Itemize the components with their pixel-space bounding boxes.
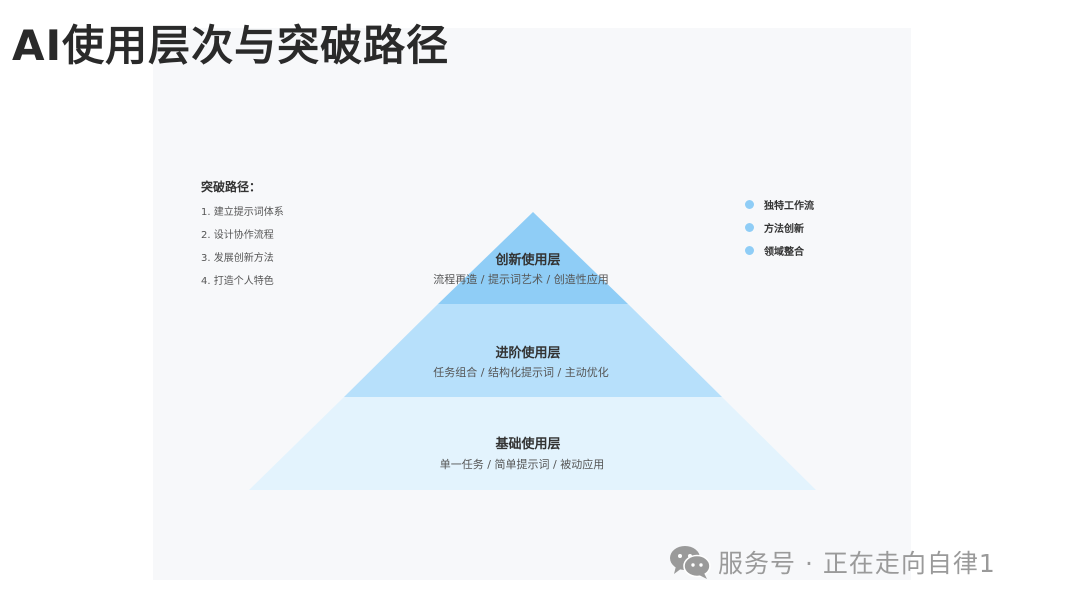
watermark: 服务号 · 正在走向自律1: [668, 542, 996, 582]
legend-label: 独特工作流: [764, 201, 814, 212]
page-title: AI使用层次与突破路径: [12, 21, 450, 70]
watermark-text: 服务号 · 正在走向自律1: [718, 549, 996, 578]
wechat-icon: [670, 546, 711, 579]
layer-desc-top: 流程再造 / 提示词艺术 / 创造性应用: [433, 272, 608, 286]
breakthrough-step: 1. 建立提示词体系: [201, 207, 284, 218]
layer-name-middle: 进阶使用层: [495, 345, 560, 361]
legend-item: 领域整合: [745, 239, 895, 262]
pyramid-layer-base: [249, 397, 816, 490]
breakthrough-title: 突破路径：: [201, 180, 262, 194]
layer-name-top: 创新使用层: [494, 252, 560, 268]
pyramid-layer-top: [438, 212, 628, 304]
legend-item: 方法创新: [745, 216, 895, 239]
legend-label: 领域整合: [764, 247, 804, 258]
breakthrough-list: 1. 建立提示词体系 2. 设计协作流程 3. 发展创新方法 4. 打造个人特色: [201, 206, 381, 298]
legend: 独特工作流 方法创新 领域整合: [745, 193, 895, 262]
layer-desc-base: 单一任务 / 简单提示词 / 被动应用: [440, 457, 604, 471]
pyramid-layer-middle: [344, 304, 722, 397]
breakthrough-step: 3. 发展创新方法: [201, 253, 274, 264]
legend-item: 独特工作流: [745, 193, 895, 216]
legend-label: 方法创新: [764, 224, 804, 235]
legend-dot: [745, 246, 754, 255]
breakthrough-panel: 突破路径： 1. 建立提示词体系 2. 设计协作流程 3. 发展创新方法 4. …: [201, 178, 381, 298]
layer-desc-middle: 任务组合 / 结构化提示词 / 主动优化: [433, 365, 608, 379]
layer-name-base: 基础使用层: [494, 436, 560, 452]
breakthrough-step: 4. 打造个人特色: [201, 276, 274, 287]
legend-dot: [745, 200, 754, 209]
breakthrough-step: 2. 设计协作流程: [201, 230, 274, 241]
legend-dot: [745, 223, 754, 232]
